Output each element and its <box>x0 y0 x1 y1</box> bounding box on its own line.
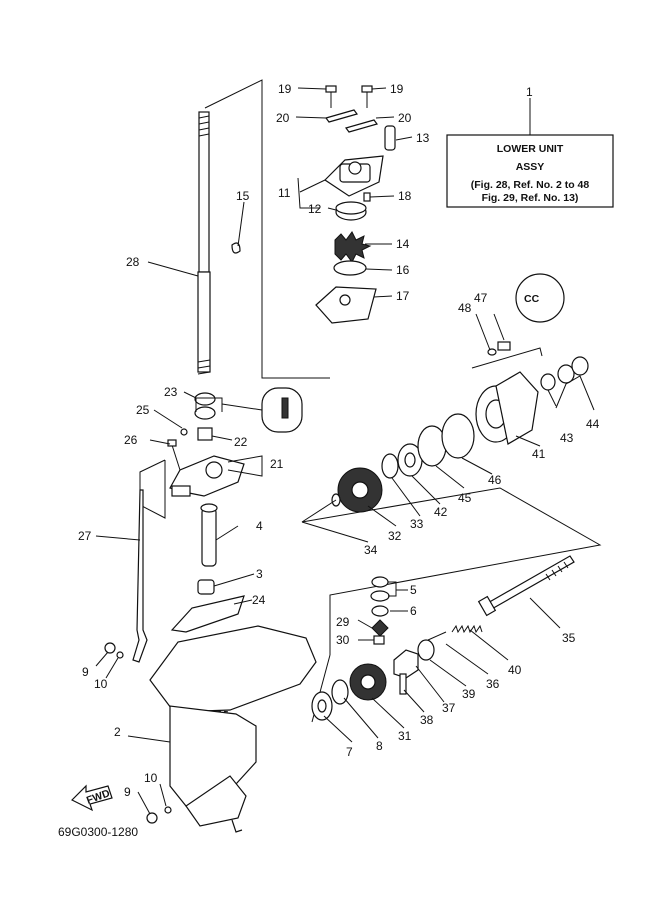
callout-32: 32 <box>388 529 402 543</box>
fwd-label: FWD <box>85 787 112 807</box>
callout-29: 29 <box>336 615 350 629</box>
callout-12: 12 <box>308 202 322 216</box>
woodruff-key <box>231 242 241 254</box>
callout-7: 7 <box>346 745 353 759</box>
callout-11: 11 <box>278 186 291 200</box>
callout-6: 6 <box>410 604 417 618</box>
callout-38: 38 <box>420 713 434 727</box>
callout-19b: 19 <box>390 82 404 96</box>
callout-42: 42 <box>434 505 448 519</box>
callout-10b: 10 <box>144 771 158 785</box>
lower-casing <box>149 625 317 833</box>
fwd-arrow: FWD <box>70 784 113 812</box>
callout-31: 31 <box>398 729 412 743</box>
propeller-shaft <box>477 555 575 617</box>
callout-36: 36 <box>486 677 500 691</box>
title-line-4: Fig. 29, Ref. No. 13) <box>482 192 579 204</box>
callout-44: 44 <box>586 417 600 431</box>
callout-40: 40 <box>508 663 522 677</box>
water-pump <box>315 85 396 324</box>
callout-5: 5 <box>410 583 417 597</box>
callout-26: 26 <box>124 433 138 447</box>
callout-47: 47 <box>474 291 488 305</box>
title-box: 1 LOWER UNIT ASSY (Fig. 28, Ref. No. 2 t… <box>446 85 614 208</box>
callout-23: 23 <box>164 385 178 399</box>
callout-33: 33 <box>410 517 424 531</box>
callout-9b: 9 <box>124 785 131 799</box>
callout-37: 37 <box>442 701 456 715</box>
title-line-1: LOWER UNIT <box>497 143 564 155</box>
callout-43: 43 <box>560 431 574 445</box>
shift-spring <box>451 624 483 634</box>
callout-46: 46 <box>488 473 502 487</box>
drive-shaft <box>197 111 211 375</box>
callout-18: 18 <box>398 189 412 203</box>
sealant-inset: CC <box>515 273 565 323</box>
callout-8: 8 <box>376 739 383 753</box>
o-ring-46 <box>441 413 475 459</box>
callout-34: 34 <box>364 543 378 557</box>
callout-19a: 19 <box>278 82 292 96</box>
callout-3: 3 <box>256 567 263 581</box>
callout-39: 39 <box>462 687 476 701</box>
callout-25: 25 <box>136 403 150 417</box>
water-tube <box>170 503 245 633</box>
cc-label: CC <box>524 293 540 305</box>
callout-41: 41 <box>532 447 546 461</box>
callout-21: 21 <box>270 457 284 471</box>
callout-22: 22 <box>234 435 248 449</box>
callout-28: 28 <box>126 255 140 269</box>
title-box-ref: 1 <box>526 85 533 99</box>
callout-10a: 10 <box>94 677 108 691</box>
callout-16: 16 <box>396 263 410 277</box>
title-line-2: ASSY <box>516 161 545 173</box>
callout-35: 35 <box>562 631 576 645</box>
callout-13: 13 <box>416 131 430 145</box>
callout-17: 17 <box>396 289 410 303</box>
callout-15: 15 <box>236 189 250 203</box>
callout-48: 48 <box>458 301 472 315</box>
title-line-3: (Fig. 28, Ref. No. 2 to 48 <box>471 179 590 191</box>
callout-9a: 9 <box>82 665 89 679</box>
callout-24: 24 <box>252 593 266 607</box>
dog-clutch <box>393 649 419 679</box>
callout-14: 14 <box>396 237 410 251</box>
callout-27: 27 <box>78 529 92 543</box>
callout-4: 4 <box>256 519 263 533</box>
callout-30: 30 <box>336 633 350 647</box>
shift-pin <box>427 631 447 641</box>
shift-rod <box>132 489 148 663</box>
footer-code: 69G0300-1280 <box>58 825 138 839</box>
callout-2: 2 <box>114 725 121 739</box>
leader-lines <box>95 87 595 815</box>
callout-45: 45 <box>458 491 472 505</box>
callout-20a: 20 <box>276 111 290 125</box>
callout-20b: 20 <box>398 111 412 125</box>
propeller-shaft-housing <box>475 371 539 445</box>
callout-labels: 19 19 20 20 13 11 12 18 15 14 28 16 17 2… <box>78 82 600 799</box>
